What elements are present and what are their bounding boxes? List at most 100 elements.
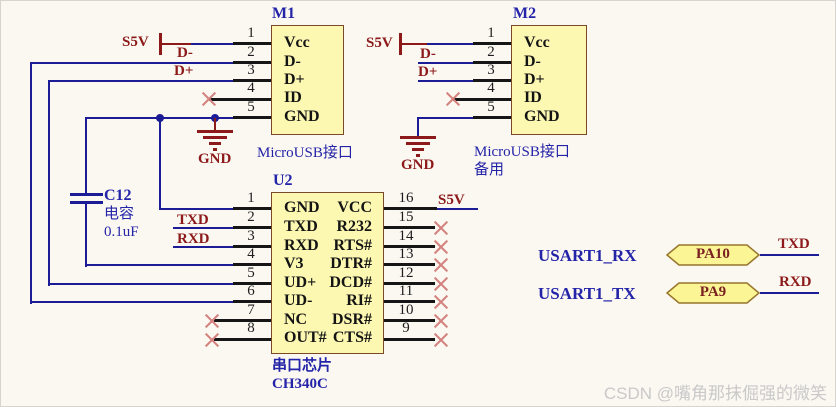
pin-stub xyxy=(233,282,271,285)
m2-caption-line2: 备用 xyxy=(474,162,505,178)
wire-segment xyxy=(85,203,87,267)
pin-stub xyxy=(233,116,271,119)
port-pa10: PA10 xyxy=(666,244,760,266)
ground-icon xyxy=(400,136,436,157)
pin-stub xyxy=(453,98,511,101)
m1-caption: MicroUSB接口 xyxy=(257,145,353,161)
net-label-dplus: D+ xyxy=(418,64,438,80)
pin-stub xyxy=(473,116,511,119)
net-label-rxd: RXD xyxy=(779,274,812,290)
m1-pin-number: 3 xyxy=(247,62,255,78)
capacitor-plate xyxy=(70,201,103,204)
port-pa9-label: PA9 xyxy=(699,284,727,300)
m1-pin-number: 4 xyxy=(247,80,255,96)
component-u2-ref: U2 xyxy=(273,172,293,189)
wire-segment xyxy=(417,117,419,136)
u2-pin-name: RI# xyxy=(346,292,372,309)
m2-pin-number: 5 xyxy=(487,99,495,115)
u2-pin-number: 16 xyxy=(398,190,414,206)
port-pa10-label: PA10 xyxy=(696,246,730,262)
m2-pin-name: GND xyxy=(524,108,560,125)
m2-pin-number: 2 xyxy=(487,44,495,60)
m2-pin-number: 4 xyxy=(487,80,495,96)
pin-stub xyxy=(233,263,271,266)
m1-pin-name: GND xyxy=(284,108,320,125)
pin-stub xyxy=(214,338,271,341)
u2-pin-number: 7 xyxy=(247,302,255,318)
pin-stub xyxy=(233,300,271,303)
pin-stub xyxy=(384,245,435,248)
u2-pin-name: RTS# xyxy=(333,237,372,254)
u2-pin-number: 2 xyxy=(247,209,255,225)
m2-pin-name: ID xyxy=(524,89,542,106)
u2-pin-number: 9 xyxy=(402,320,410,336)
u2-pin-name: V3 xyxy=(284,255,304,272)
net-label-txd: TXD xyxy=(778,236,810,252)
wire-segment xyxy=(85,264,233,266)
wire-segment xyxy=(48,80,50,286)
u2-pin-name: VCC xyxy=(337,199,372,216)
u2-pin-number: 12 xyxy=(398,265,414,281)
no-connect-x-icon xyxy=(433,332,449,348)
pin-stub xyxy=(233,226,271,229)
u2-pin-number: 4 xyxy=(247,246,255,262)
pin-stub xyxy=(233,245,271,248)
pin-stub xyxy=(233,79,271,82)
wire-segment xyxy=(418,117,473,119)
m1-pin-number: 1 xyxy=(247,25,255,41)
component-m1-box xyxy=(271,25,344,135)
pin-stub xyxy=(233,207,271,210)
net-label-dplus: D+ xyxy=(174,63,194,79)
no-connect-x-icon xyxy=(433,313,449,329)
pin-stub xyxy=(233,42,271,45)
usart1-rx-label: USART1_RX xyxy=(538,246,637,265)
m1-pin-name: D+ xyxy=(284,71,305,88)
u2-pin-name: UD+ xyxy=(284,274,317,291)
no-connect-x-icon xyxy=(433,294,449,310)
net-label-rxd: RXD xyxy=(177,231,210,247)
no-connect-x-icon xyxy=(201,91,217,107)
net-label-txd: TXD xyxy=(177,212,209,228)
junction-dot xyxy=(156,114,164,122)
power-bar-icon xyxy=(399,33,402,55)
wire-segment xyxy=(437,208,478,210)
wire-segment xyxy=(173,227,233,229)
u2-pin-number: 11 xyxy=(398,283,414,299)
wire-segment xyxy=(48,80,233,82)
wire-segment xyxy=(30,62,233,64)
wire-segment xyxy=(418,80,473,82)
u2-pin-number: 1 xyxy=(247,190,255,206)
pin-stub xyxy=(384,263,435,266)
u2-pin-number: 6 xyxy=(247,283,255,299)
wire-segment xyxy=(214,118,216,130)
ground-icon xyxy=(197,130,233,151)
u2-pin-number: 13 xyxy=(398,246,414,262)
wire-segment xyxy=(162,43,192,45)
u2-pin-name: R232 xyxy=(336,218,372,235)
gnd-label: GND xyxy=(198,151,232,167)
wire-segment xyxy=(159,117,161,210)
m1-pin-name: ID xyxy=(284,89,302,106)
component-m2-ref: M2 xyxy=(513,5,537,22)
pin-stub xyxy=(384,282,435,285)
wire-segment xyxy=(760,292,819,294)
u2-pin-name: CTS# xyxy=(332,329,372,346)
u2-pin-name: RXD xyxy=(284,237,319,254)
u2-caption-line2: CH340C xyxy=(272,376,328,392)
u2-pin-number: 14 xyxy=(398,228,414,244)
u2-pin-name: UD- xyxy=(284,292,313,309)
pin-stub xyxy=(473,61,511,64)
pin-stub xyxy=(384,207,437,210)
pin-stub xyxy=(209,98,271,101)
wire-segment xyxy=(159,208,233,210)
m2-caption-line1: MicroUSB接口 xyxy=(474,144,570,160)
power-bar-icon xyxy=(159,33,162,55)
wire-segment xyxy=(173,246,233,248)
m1-pin-name: Vcc xyxy=(284,34,310,51)
u2-pin-name: TXD xyxy=(284,218,318,235)
m2-pin-name: Vcc xyxy=(524,34,550,51)
wire-segment xyxy=(191,43,233,45)
u2-pin-name: DTR# xyxy=(330,255,372,272)
m2-pin-number: 1 xyxy=(487,25,495,41)
